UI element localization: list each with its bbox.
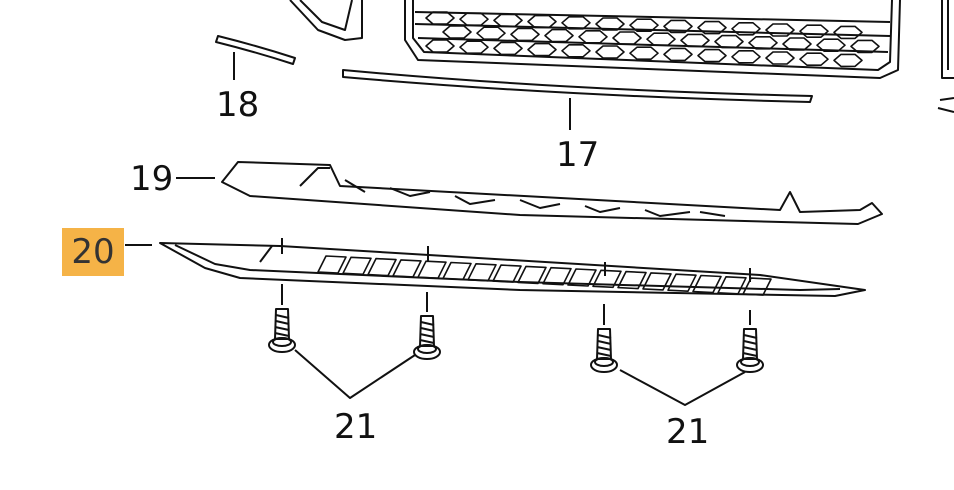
honeycomb-cell [459,40,489,54]
slot [717,276,747,295]
honeycomb-cell [459,12,489,26]
honeycomb-cell [833,25,863,40]
honeycomb-cell [663,19,693,34]
honeycomb-cell [697,20,727,35]
slot [442,261,472,281]
slot [742,277,772,296]
slot [567,268,597,287]
callout-21-left: 21 [334,407,378,447]
honeycomb-cell [782,37,812,51]
slot [517,265,547,285]
honeycomb-cell [850,39,880,54]
leader-21-left [294,349,416,399]
main-grille [404,0,901,79]
honeycomb-cell [680,33,710,48]
honeycomb-cell [714,34,744,49]
callout-18: 18 [216,85,260,125]
honeycomb-cell [748,36,778,50]
part-17-trim-strip [342,69,813,103]
slot [617,270,647,290]
callout-19: 19 [130,159,174,199]
honeycomb-cell [561,16,591,30]
honeycomb-cell [731,50,761,64]
honeycomb-cell [442,25,472,39]
part-19-bracket [221,161,883,225]
honeycomb-cell [493,41,523,56]
slot [317,255,347,274]
honeycomb-cell [476,26,506,40]
honeycomb-cell [799,24,829,38]
slot [417,260,447,279]
honeycomb-cell [527,14,557,29]
slot [592,269,622,289]
slot [392,259,422,278]
honeycomb-cell [493,13,523,28]
honeycomb-cell [612,31,642,45]
slot [642,272,672,291]
slot [492,264,522,283]
honeycomb-cell [595,17,625,31]
honeycomb-cell [629,18,659,32]
honeycomb-cell [799,52,829,66]
honeycomb-cell [425,39,455,53]
honeycomb-cell [561,44,591,58]
callout-20-highlighted: 20 [62,228,124,276]
part-20-grille-trim [159,238,866,297]
leader-21-right [619,369,746,406]
slot [367,257,397,277]
honeycomb-cell [425,11,455,25]
side-grille-part [289,0,363,41]
slot [467,263,497,282]
slot [542,266,572,286]
screw-21 [413,292,441,360]
slot [667,273,697,292]
honeycomb-cell [544,28,574,43]
screw-21 [590,304,618,373]
honeycomb-cell [578,30,608,44]
callout-21-right: 21 [666,412,710,452]
honeycomb-cell [697,48,727,63]
honeycomb-cell [595,45,625,59]
honeycomb-cell [663,47,693,62]
callout-17: 17 [556,135,600,175]
honeycomb-cell [765,23,795,37]
screw-21 [736,310,764,373]
callout-20: 20 [71,232,115,272]
honeycomb-cell [527,42,557,57]
screw-21 [268,284,296,353]
honeycomb-cell [510,27,540,42]
right-partial-part [937,0,954,113]
honeycomb-cell [833,53,863,68]
part-18-trim-strip [215,35,296,65]
honeycomb-cell [731,22,761,36]
honeycomb-cell [816,38,846,52]
honeycomb-cell [629,46,659,60]
honeycomb-cell [765,51,795,65]
slot [342,256,372,276]
slot [692,274,722,294]
honeycomb-cell [646,32,676,46]
